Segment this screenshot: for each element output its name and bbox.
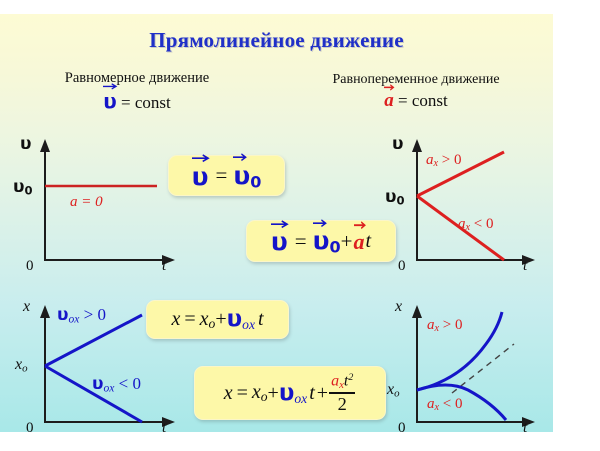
axis-label-x-time: t [162, 420, 167, 436]
formula-rhs: υ0 [233, 160, 262, 192]
curve-label-ax-positive: ax > 0 [426, 152, 462, 170]
curve-label-vox-positive: υox > 0 [57, 305, 106, 326]
vector-arrow-icon [270, 220, 289, 228]
formula-fraction: axt2 2 [329, 371, 356, 414]
formula-equals: = [184, 308, 196, 330]
acceleration-vector-symbol: a [384, 90, 394, 111]
curve-label-ax-positive: ax > 0 [427, 317, 463, 335]
axis-tick-x0: xo [15, 356, 28, 375]
formula-coordinate-uniform: x = xo + υox t [146, 300, 289, 339]
formula-equals: = [236, 381, 248, 404]
fraction-bar [329, 391, 356, 394]
formula-v0-term: υ0 [312, 226, 341, 257]
slide-canvas: Прямолинейное движение Равномерное движе… [0, 14, 553, 436]
left-column-heading: Равномерное движение [64, 70, 210, 86]
vector-arrow-icon [191, 154, 210, 163]
graph-coordinate-uniform: x xo 0 t υox > 0 υox < 0 [14, 298, 189, 438]
formula-lhs: υ [270, 227, 288, 256]
vector-arrow-icon [353, 221, 366, 230]
left-condition-equals: = const [121, 93, 171, 112]
right-column-condition: a = const [285, 84, 547, 112]
formula-accel-term: a [353, 228, 365, 254]
formula-velocity-term: υox [226, 306, 255, 332]
curve-label-a-zero: a = 0 [70, 194, 103, 210]
axis-origin-label: 0 [26, 258, 34, 274]
graph-velocity-uniform-svg [40, 139, 175, 265]
axis-tick-v0: υ0 [385, 187, 405, 208]
formula-time-term: t [309, 381, 315, 404]
graph-velocity-accelerated: υ υ0 0 t ax > 0 ax < 0 [385, 132, 551, 274]
curve-label-ax-negative: ax < 0 [427, 396, 463, 414]
axis-label-y-velocity: υ [392, 134, 404, 154]
vector-arrow-icon [233, 153, 248, 162]
formula-x0-term: xo [251, 381, 268, 404]
axis-origin-label: 0 [398, 258, 406, 274]
curve-label-vox-negative: υox < 0 [92, 374, 141, 395]
formula-plus-2: + [316, 381, 329, 404]
right-column-heading-block: Равнопеременное движение a = const [285, 72, 547, 112]
fraction-numerator: axt2 [331, 371, 354, 391]
right-column-heading: Равнопеременное движение [332, 72, 500, 87]
axis-label-y-coordinate: x [395, 298, 403, 315]
formula-plus-1: + [267, 381, 279, 404]
graph-coordinate-accelerated-svg [412, 305, 535, 427]
formula-equals: = [294, 228, 307, 253]
graph-coordinate-uniform-svg [40, 305, 175, 427]
formula-time-term: t [257, 308, 264, 330]
formula-lhs: x [223, 381, 233, 404]
vector-arrow-icon [312, 219, 327, 228]
formula-coordinate-accelerated: x = xo + υox t + axt2 2 [194, 366, 386, 420]
formula-lhs: υ [191, 161, 209, 191]
fraction-denominator: 2 [337, 393, 347, 414]
axis-origin-label: 0 [398, 420, 406, 436]
axis-label-x-time: t [523, 420, 528, 436]
axis-label-x-time: t [523, 258, 528, 274]
axis-tick-v0: υ0 [13, 177, 33, 198]
graph-velocity-accelerated-svg [412, 139, 535, 265]
formula-velocity-term: υox [278, 379, 308, 406]
formula-equals: = [215, 163, 228, 187]
graph-velocity-uniform: υ υ0 0 t a = 0 [13, 132, 184, 274]
formula-velocity-uniform: υ = υ0 [168, 153, 285, 196]
formula-time-term: t [365, 229, 372, 252]
axis-label-x-time: t [162, 258, 167, 274]
velocity-vector-symbol: υ [103, 89, 117, 113]
graph-coordinate-accelerated: x xo 0 t ax > 0 ax < 0 [386, 298, 551, 438]
formula-plus: + [340, 228, 353, 253]
formula-lhs: x [171, 308, 181, 330]
axis-tick-x0: xo [387, 381, 400, 400]
left-column-condition: υ = const [22, 83, 252, 113]
right-condition-equals: = const [398, 91, 448, 110]
page-title: Прямолинейное движение [149, 28, 404, 52]
left-column-heading-block: Равномерное движение υ = const [22, 70, 252, 113]
axis-origin-label: 0 [26, 420, 34, 436]
formula-x0-term: xo [199, 307, 216, 331]
curve-label-ax-negative: ax < 0 [458, 216, 494, 234]
formula-plus: + [215, 308, 227, 330]
formula-velocity-accelerated: υ = υ0 + a t [246, 219, 396, 262]
axis-label-y-coordinate: x [23, 298, 31, 315]
axis-label-y-velocity: υ [20, 134, 32, 154]
